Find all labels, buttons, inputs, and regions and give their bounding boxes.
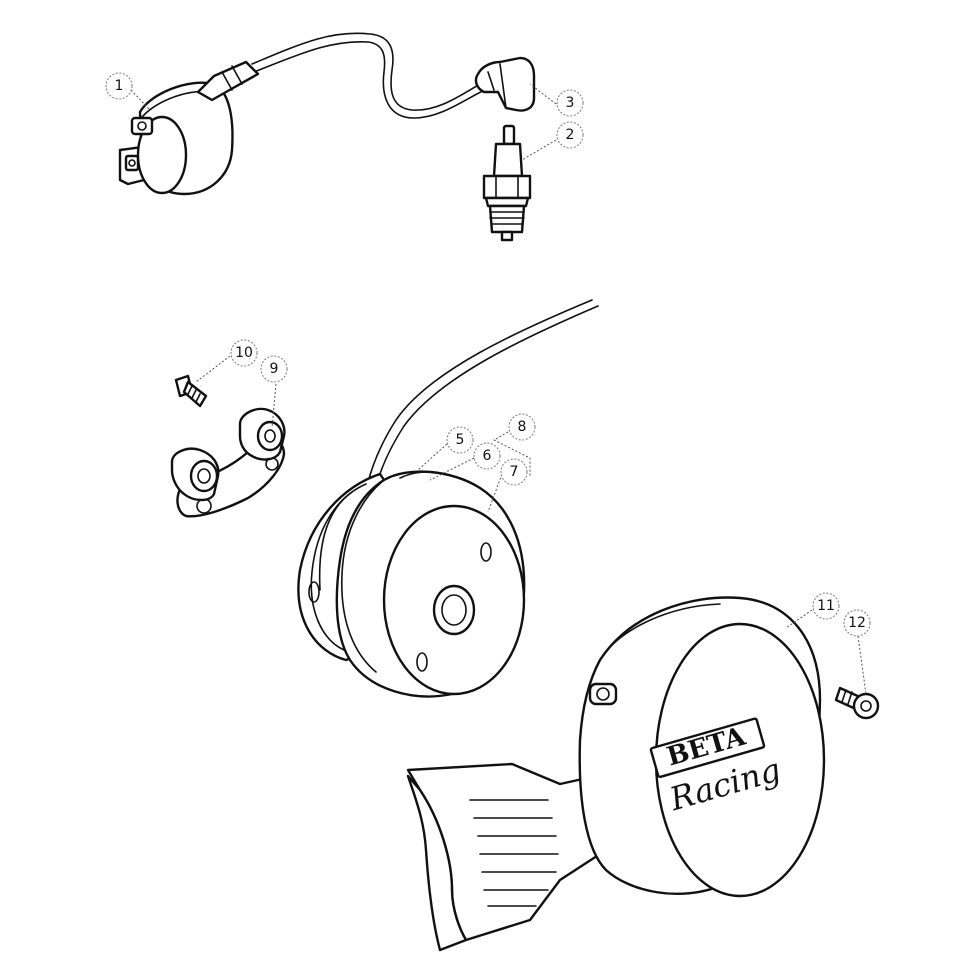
callout-7-label: 7 [510, 464, 519, 480]
spark-plug [482, 124, 532, 242]
bolt-part-10 [174, 374, 208, 408]
callout-6-label: 6 [483, 448, 492, 464]
callout-11: 11 [812, 592, 840, 620]
flywheel-rotor [335, 470, 526, 698]
callout-1: 1 [105, 72, 133, 100]
leader-lines [130, 83, 867, 695]
side-cover: BETA Racing [406, 596, 826, 952]
callout-10-label: 10 [235, 345, 253, 361]
callout-3-label: 3 [566, 95, 575, 111]
callout-3: 3 [556, 89, 584, 117]
ht-lead-cable [251, 32, 490, 119]
callout-12: 12 [843, 609, 871, 637]
callout-1-label: 1 [115, 78, 124, 94]
callout-8: 8 [508, 413, 536, 441]
callout-12-label: 12 [848, 615, 866, 631]
ignition-coil [118, 60, 260, 196]
callout-5-label: 5 [456, 432, 465, 448]
callout-5: 5 [446, 426, 474, 454]
bracket-part-9 [170, 407, 286, 518]
callout-11-label: 11 [817, 598, 835, 614]
callout-6: 6 [473, 442, 501, 470]
screw-part-12 [834, 686, 880, 720]
spark-plug-cap [474, 56, 536, 112]
callout-2: 2 [556, 121, 584, 149]
callout-10: 10 [230, 339, 258, 367]
callout-8-label: 8 [518, 419, 527, 435]
callout-2-label: 2 [566, 127, 575, 143]
callout-9-label: 9 [270, 361, 279, 377]
callout-7: 7 [500, 458, 528, 486]
callout-9: 9 [260, 355, 288, 383]
